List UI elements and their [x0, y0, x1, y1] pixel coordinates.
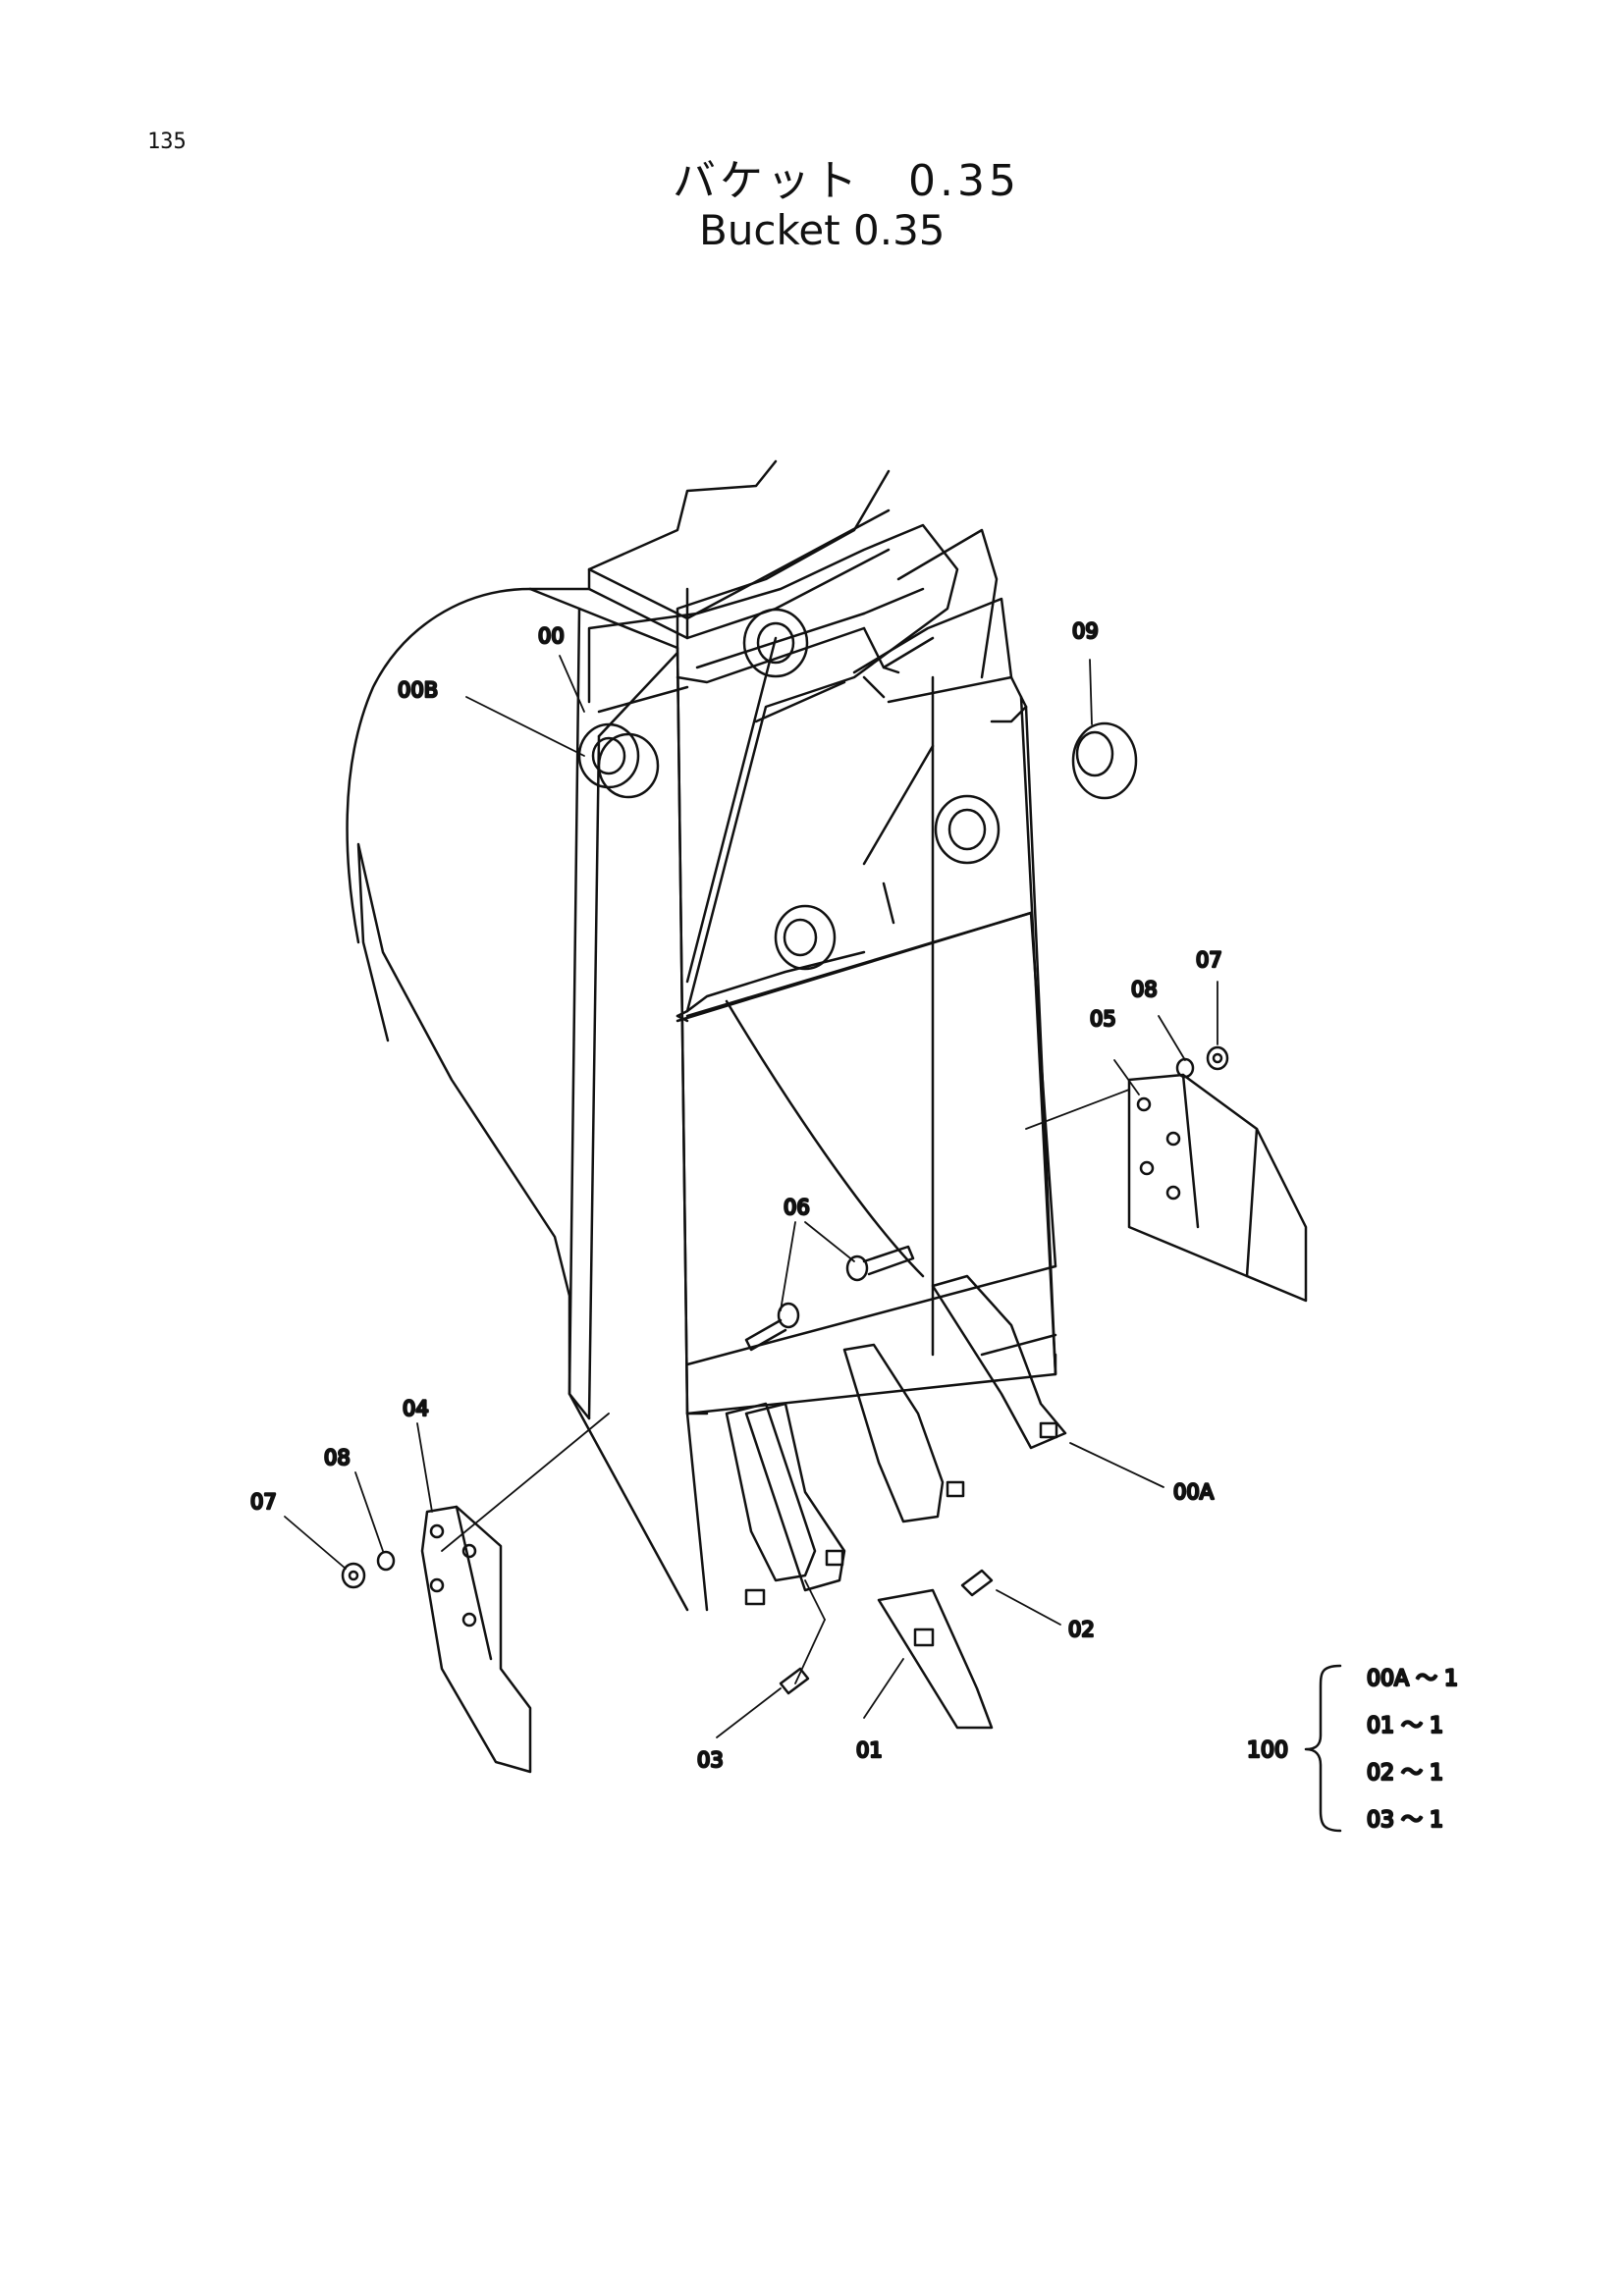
pin-boss-top: [742, 608, 809, 678]
callout-04: 04: [403, 1397, 429, 1420]
tooth-3: [842, 1343, 965, 1523]
pin-boss-lower: [774, 904, 837, 971]
callout-00: 00: [538, 624, 565, 648]
kit-bracket: [1304, 1664, 1342, 1833]
callout-05: 05: [1090, 1007, 1116, 1031]
callout-00a: 00A: [1173, 1480, 1215, 1504]
pin: [779, 1667, 810, 1695]
title-japanese: バケット 0.35: [673, 156, 1020, 206]
tooth-point: [877, 1588, 994, 1730]
kit-item: 01 ～ 1: [1367, 1714, 1443, 1738]
bucket-top-bracket: [587, 523, 1013, 1420]
callout-02: 02: [1068, 1618, 1095, 1641]
callout-08-right: 08: [1131, 978, 1158, 1001]
callout-03: 03: [697, 1748, 724, 1772]
callout-01: 01: [856, 1738, 883, 1762]
kit-item: 00A ～ 1: [1367, 1667, 1458, 1691]
pin-boss-left: [577, 722, 660, 799]
washer-left: [376, 1550, 396, 1572]
title-english: Bucket 0.35: [699, 206, 946, 254]
bolt-upper: [845, 1245, 915, 1282]
nut-right: [1206, 1045, 1229, 1071]
tooth-4: [931, 1274, 1067, 1450]
seal-ring: [1071, 721, 1138, 800]
callout-07-right: 07: [1196, 948, 1222, 972]
nut-left: [341, 1562, 366, 1589]
callout-09: 09: [1072, 619, 1099, 643]
callout-00b: 00B: [398, 678, 438, 702]
page-number: 135: [147, 130, 187, 154]
side-cutter-right: [1127, 1073, 1308, 1303]
callout-06: 06: [784, 1196, 810, 1219]
tooth-1: [725, 1402, 817, 1606]
callout-07-left: 07: [250, 1490, 277, 1514]
bolt-lower: [744, 1302, 800, 1352]
callout-08-left: 08: [324, 1446, 351, 1469]
lock-pin: [960, 1569, 994, 1597]
tooth-2: [744, 1402, 846, 1592]
kit-label: 100: [1247, 1738, 1288, 1763]
bucket-body: [346, 459, 1057, 1612]
pin-boss-right: [934, 794, 1001, 865]
washer-right: [1175, 1057, 1195, 1079]
leader-lines: [284, 655, 1218, 1738]
side-cutter-left: [420, 1505, 532, 1774]
kit-item: 03 ～ 1: [1367, 1808, 1443, 1833]
kit-item: 02 ～ 1: [1367, 1761, 1443, 1786]
